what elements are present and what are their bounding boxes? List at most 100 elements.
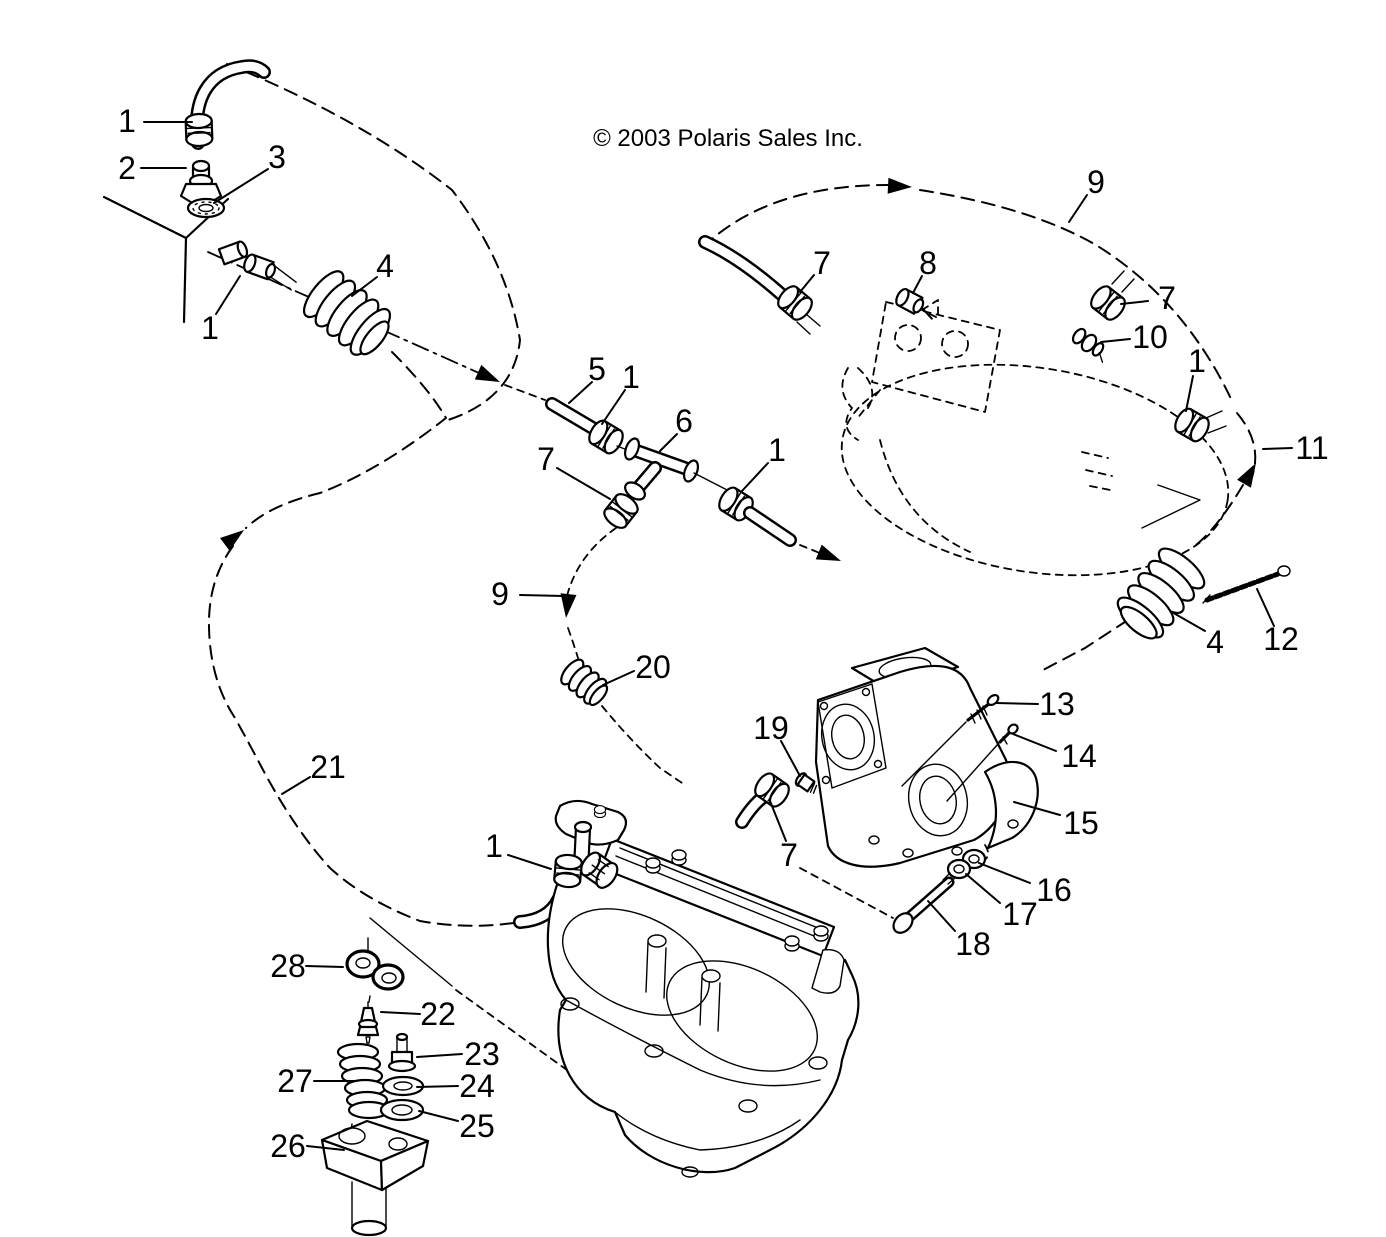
callout-label-27: 27 <box>277 1063 313 1099</box>
leader-line-1 <box>215 275 241 315</box>
corrugated-hose-left <box>303 270 391 356</box>
projection-line-drain-valve <box>369 917 579 1079</box>
leader-line-19 <box>780 740 801 777</box>
tank-fitting <box>179 159 223 206</box>
engine-block <box>546 799 860 1178</box>
projection-axis-line <box>207 251 844 569</box>
callout-label-9: 9 <box>1087 164 1105 200</box>
callout-label-13: 13 <box>1039 686 1075 722</box>
spring-27 <box>336 1042 391 1120</box>
leader-line-7 <box>1120 300 1149 305</box>
hose-routing-9-middle <box>558 527 686 786</box>
callout-label-20: 20 <box>635 649 671 685</box>
callout-label-24: 24 <box>459 1068 495 1104</box>
callout-label-26: 26 <box>270 1128 306 1164</box>
hose-fitting <box>243 253 297 291</box>
hose-routing-9-top <box>702 177 1263 671</box>
callout-label-4: 4 <box>1206 624 1224 660</box>
leader-line-23 <box>416 1053 463 1058</box>
leader-line-16 <box>978 862 1031 884</box>
callout-label-28: 28 <box>270 948 306 984</box>
leader-line-9 <box>1068 194 1088 223</box>
callout-label-5: 5 <box>588 351 606 387</box>
leader-line-11 <box>1262 447 1293 450</box>
callout-label-1: 1 <box>201 310 219 346</box>
hose-clamp <box>184 112 214 148</box>
cable-tie <box>1202 565 1291 604</box>
callout-label-19: 19 <box>753 710 789 746</box>
bleed-fitting-8 <box>895 287 933 320</box>
callout-label-23: 23 <box>464 1036 500 1072</box>
corrugated-hose-right <box>1116 547 1206 640</box>
manifold-inlet <box>735 769 818 829</box>
tank-fitting-washer <box>186 197 226 219</box>
hull-outline-dashed <box>226 63 1230 577</box>
fitting-19 <box>794 772 818 794</box>
gasket-28 <box>345 949 405 991</box>
leader-line-17 <box>965 873 1001 904</box>
callout-label-11: 11 <box>1295 430 1328 466</box>
callout-label-14: 14 <box>1061 738 1097 774</box>
leader-line-21 <box>281 776 311 795</box>
drain-plug <box>580 851 619 889</box>
leader-line-3 <box>213 168 269 204</box>
callout-label-12: 12 <box>1263 621 1299 657</box>
corrugated-hose-20 <box>560 658 609 707</box>
callout-label-7: 7 <box>780 837 798 873</box>
leader-line-4 <box>351 276 378 297</box>
callout-label-21: 21 <box>310 749 346 785</box>
callout-label-6: 6 <box>675 403 693 439</box>
washer-25 <box>379 1098 425 1122</box>
leader-line-1 <box>1185 375 1194 412</box>
leader-line-7 <box>556 467 611 500</box>
callout-label-16: 16 <box>1036 872 1072 908</box>
leader-line-7 <box>799 274 815 293</box>
manifold-bracket <box>983 760 1039 850</box>
drain-valve-body-26 <box>320 1119 430 1237</box>
drain-valve-parts <box>320 937 430 1237</box>
leader-line-6 <box>659 433 678 452</box>
callout-label-25: 25 <box>459 1108 495 1144</box>
leader-line-15 <box>1013 801 1061 816</box>
copyright-text: © 2003 Polaris Sales Inc. <box>593 125 863 152</box>
callout-label-8: 8 <box>919 245 937 281</box>
callout-label-7: 7 <box>813 245 831 281</box>
callout-label-15: 15 <box>1063 805 1099 841</box>
manifold-screw-13 <box>901 693 1000 787</box>
callout-label-9: 9 <box>491 576 509 612</box>
callout-label-2: 2 <box>118 150 136 186</box>
carburetor-assembly-dashed <box>841 299 1113 491</box>
leader-line-7 <box>769 800 787 842</box>
leader-line-22 <box>380 1011 421 1015</box>
needle-22 <box>356 1001 380 1044</box>
plunger-23 <box>387 1032 417 1073</box>
manifold-screw-14 <box>946 723 1019 802</box>
leader-line-1 <box>601 389 626 425</box>
leader-line-1 <box>741 462 769 492</box>
bushing <box>217 240 249 266</box>
callout-label-1: 1 <box>622 359 640 395</box>
callout-label-7: 7 <box>1158 280 1176 316</box>
leader-line-28 <box>305 965 344 968</box>
leader-line-24 <box>416 1085 459 1088</box>
callout-label-10: 10 <box>1132 319 1168 355</box>
callout-label-18: 18 <box>955 926 991 962</box>
hose-clamp <box>552 852 584 890</box>
callout-label-4: 4 <box>376 248 394 284</box>
callout-label-1: 1 <box>485 828 503 864</box>
leader-line-8 <box>912 275 923 294</box>
leader-line-9 <box>519 594 565 597</box>
hose-routing-21 <box>207 351 574 929</box>
leader-line-5 <box>568 381 593 404</box>
outlet-hose <box>184 59 271 150</box>
leader-line-14 <box>1012 733 1057 752</box>
leader-line-18 <box>927 900 956 932</box>
callout-label-7: 7 <box>537 441 555 477</box>
leader-line-12 <box>1256 588 1275 627</box>
callout-label-22: 22 <box>420 996 456 1032</box>
leader-line-26 <box>306 1145 345 1151</box>
leader-line-10 <box>1100 338 1131 343</box>
callout-label-1: 1 <box>1188 343 1206 379</box>
